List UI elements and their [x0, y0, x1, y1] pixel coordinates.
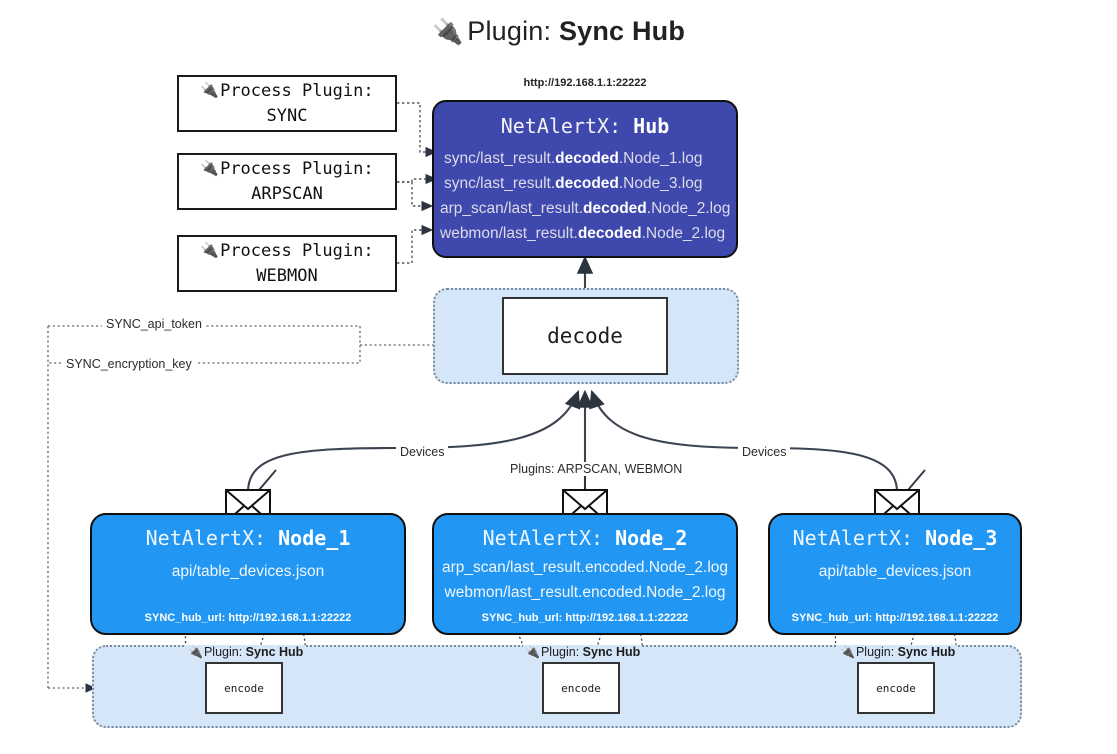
process-plugin-name: ARPSCAN	[251, 183, 323, 204]
log-pre: arp_scan/last_result.	[440, 200, 584, 218]
hub-log-list: sync/last_result.decoded.Node_1.log sync…	[434, 146, 736, 246]
page-title-name: Sync Hub	[558, 16, 686, 46]
node-line-list: arp_scan/last_result.encoded.Node_2.log …	[434, 556, 736, 606]
node-title-prefix: NetAlertX:	[482, 526, 604, 550]
log-post: .Node_2.log	[641, 225, 726, 243]
node-line: arp_scan/last_result.encoded.Node_2.log	[441, 559, 729, 576]
node-title-prefix: NetAlertX:	[145, 526, 267, 550]
plug-icon: 🔌	[525, 645, 540, 659]
node-title-name: Node_2	[615, 526, 688, 550]
page-title-prefix: Plugin:	[467, 16, 552, 46]
node-hub-url: SYNC_hub_url: http://192.168.1.1:22222	[144, 612, 352, 624]
log-strong: decoded	[555, 175, 619, 193]
hub-title-prefix: NetAlertX:	[500, 114, 622, 138]
log-post: .Node_1.log	[618, 150, 703, 167]
plug-icon: 🔌	[200, 241, 220, 260]
hub-log-line: sync/last_result.decoded.Node_1.log	[434, 146, 736, 171]
process-plugin-name: SYNC	[266, 105, 308, 126]
log-strong: decoded	[577, 225, 642, 243]
plugin-tag-name: Sync Hub	[582, 645, 641, 659]
hub-log-line: sync/last_result.decoded.Node_3.log	[434, 171, 736, 196]
plugin-tag-prefix: Plugin:	[540, 645, 580, 659]
decode-box[interactable]: decode	[502, 297, 668, 375]
plugin-tag-node-2: 🔌Plugin: Sync Hub	[523, 645, 643, 659]
edge-label-plugins-center: Plugins: ARPSCAN, WEBMON	[506, 462, 687, 476]
process-plugin-webmon[interactable]: 🔌Process Plugin: WEBMON	[177, 235, 397, 292]
node-hub-url: SYNC_hub_url: http://192.168.1.1:22222	[791, 612, 999, 624]
node-hub-url: SYNC_hub_url: http://192.168.1.1:22222	[481, 612, 689, 624]
hub-node[interactable]: NetAlertX: Hub sync/last_result.decoded.…	[432, 100, 738, 258]
encode-box-node-2[interactable]: encode	[542, 662, 620, 714]
plug-icon: 🔌	[840, 645, 855, 659]
hub-log-line: webmon/last_result.decoded.Node_2.log	[434, 221, 736, 246]
node-title: NetAlertX: Node_3	[770, 526, 1020, 550]
hub-log-line: arp_scan/last_result.decoded.Node_2.log	[434, 196, 736, 221]
log-pre: webmon/last_result.	[440, 225, 578, 243]
plug-icon: 🔌	[200, 159, 220, 178]
plugin-tag-node-1: 🔌Plugin: Sync Hub	[186, 645, 306, 659]
plugin-tag-prefix: Plugin:	[855, 645, 895, 659]
setting-encryption-key-label: SYNC_encryption_key	[62, 357, 196, 371]
log-post: .Node_2.log	[646, 200, 731, 218]
log-pre: sync/last_result.	[444, 175, 556, 193]
plugin-tag-name: Sync Hub	[897, 645, 956, 659]
edge-label-devices-right: Devices	[738, 445, 791, 459]
process-plugin-name: WEBMON	[256, 265, 318, 286]
node-line-list: api/table_devices.json	[770, 560, 1020, 585]
log-strong: decoded	[583, 200, 647, 218]
hub-title-name: Hub	[633, 114, 670, 138]
node-line: api/table_devices.json	[818, 563, 972, 580]
page-title: 🔌Plugin: Sync Hub	[0, 16, 1117, 47]
log-post: .Node_3.log	[618, 175, 703, 193]
process-plugin-label: Process Plugin:	[220, 158, 374, 179]
node-2[interactable]: NetAlertX: Node_2 arp_scan/last_result.e…	[432, 513, 738, 635]
process-plugin-arpscan[interactable]: 🔌Process Plugin: ARPSCAN	[177, 153, 397, 210]
node-line-list: api/table_devices.json	[92, 560, 404, 585]
plug-icon: 🔌	[431, 18, 464, 46]
process-plugin-label: Process Plugin:	[220, 240, 374, 261]
log-pre: sync/last_result.	[444, 150, 556, 167]
node-title-name: Node_1	[278, 526, 351, 550]
plugin-tag-node-3: 🔌Plugin: Sync Hub	[838, 645, 958, 659]
node-3[interactable]: NetAlertX: Node_3 api/table_devices.json…	[768, 513, 1022, 635]
plug-icon: 🔌	[188, 645, 203, 659]
encode-box-node-1[interactable]: encode	[205, 662, 283, 714]
plugin-tag-prefix: Plugin:	[203, 645, 243, 659]
node-line: webmon/last_result.encoded.Node_2.log	[444, 583, 726, 601]
hub-title: NetAlertX: Hub	[434, 114, 736, 138]
edge-label-devices-left: Devices	[396, 445, 449, 459]
node-title-name: Node_3	[925, 526, 998, 550]
node-title-prefix: NetAlertX:	[792, 526, 914, 550]
node-1[interactable]: NetAlertX: Node_1 api/table_devices.json…	[90, 513, 406, 635]
process-plugin-label: Process Plugin:	[220, 80, 374, 101]
encode-box-node-3[interactable]: encode	[857, 662, 935, 714]
plug-icon: 🔌	[200, 81, 220, 100]
plugin-tag-name: Sync Hub	[245, 645, 304, 659]
log-strong: decoded	[555, 150, 619, 167]
node-line: api/table_devices.json	[171, 563, 325, 580]
node-title: NetAlertX: Node_2	[434, 526, 736, 550]
hub-url-label: http://192.168.1.1:22222	[523, 77, 647, 89]
node-title: NetAlertX: Node_1	[92, 526, 404, 550]
setting-api-token-label: SYNC_api_token	[102, 317, 206, 331]
process-plugin-sync[interactable]: 🔌Process Plugin: SYNC	[177, 75, 397, 132]
